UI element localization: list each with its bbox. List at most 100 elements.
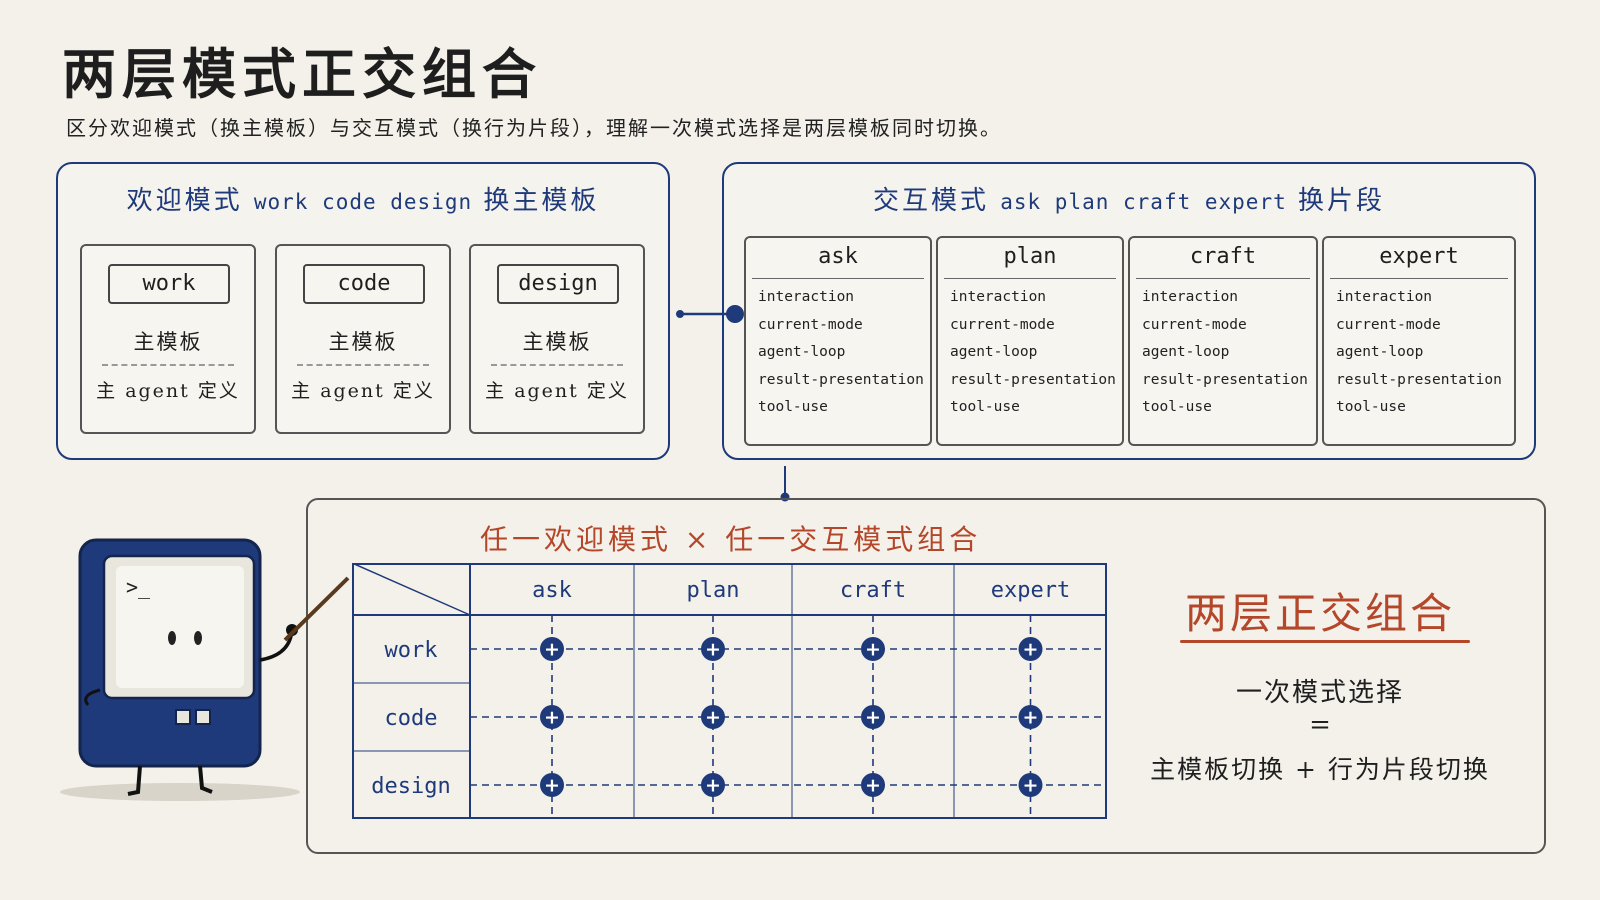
summary-underline — [1180, 640, 1470, 643]
combination-node-icon — [861, 637, 885, 661]
combination-node-icon — [701, 637, 725, 661]
plus-icon: + — [544, 775, 560, 797]
interaction-card-ask: ask interaction current-mode agent-loop … — [744, 236, 932, 446]
pointer-stick — [283, 576, 350, 642]
combination-node-icon — [1018, 637, 1043, 661]
welcome-title-modes: work code design — [253, 190, 473, 214]
matrix-column-header: plan — [687, 578, 740, 603]
interaction-title-modes: ask plan craft expert — [1000, 190, 1287, 214]
fragment-item: interaction — [758, 289, 855, 305]
welcome-card-name: code — [303, 264, 425, 304]
welcome-card-work: work 主模板 主 agent 定义 — [80, 244, 256, 434]
divider — [1330, 278, 1508, 279]
combination-node-icon — [1018, 773, 1043, 797]
fragment-item: agent-loop — [1336, 344, 1424, 360]
matrix-border — [352, 563, 1107, 819]
interaction-title-tail: 换片段 — [1298, 186, 1386, 216]
divider — [1136, 278, 1310, 279]
interaction-card-name: ask — [818, 244, 858, 269]
interaction-card-expert: expert interaction current-mode agent-lo… — [1322, 236, 1516, 446]
welcome-card-def: 主 agent 定义 — [291, 380, 435, 402]
welcome-card-template: 主模板 — [328, 330, 398, 354]
connector-dot — [676, 310, 684, 318]
plus-icon: + — [865, 775, 881, 797]
fragment-item: current-mode — [950, 316, 1055, 333]
fragment-item: result-presentation — [758, 371, 924, 388]
divider — [102, 364, 234, 366]
matrix-column-header: craft — [840, 578, 906, 603]
matrix-column-header: expert — [991, 578, 1070, 603]
mascot-button — [195, 709, 211, 725]
welcome-card-design: design 主模板 主 agent 定义 — [469, 244, 645, 434]
welcome-card-template: 主模板 — [133, 330, 203, 354]
combination-node-icon — [540, 637, 564, 661]
matrix-row-header: design — [371, 774, 450, 799]
summary-title: 两层正交组合 — [1184, 589, 1455, 638]
fragment-item: result-presentation — [1336, 371, 1502, 388]
mascot-eye-left — [168, 631, 176, 645]
combination-node-icon — [701, 773, 725, 797]
welcome-card-def: 主 agent 定义 — [96, 380, 240, 402]
mascot-leg-left — [127, 765, 142, 796]
interaction-card-name: expert — [1379, 244, 1459, 269]
combination-node-icon — [540, 705, 564, 729]
mascot-screen — [116, 566, 244, 688]
combination-node-icon — [1018, 705, 1043, 729]
fragment-item: result-presentation — [1142, 371, 1308, 388]
welcome-card-template: 主模板 — [522, 330, 592, 354]
welcome-card-def: 主 agent 定义 — [485, 380, 629, 402]
fragment-item: current-mode — [758, 316, 863, 333]
fragment-item: agent-loop — [950, 344, 1038, 360]
welcome-title-cn: 欢迎模式 — [126, 186, 243, 216]
fragment-item: tool-use — [950, 399, 1020, 415]
mascot-hand — [286, 624, 298, 636]
summary-line1: 一次模式选择 — [1235, 678, 1404, 708]
welcome-title-tail: 换主模板 — [483, 186, 600, 216]
fragment-item: agent-loop — [758, 344, 846, 360]
mascot-arm-left — [84, 688, 101, 706]
plus-icon: + — [705, 775, 721, 797]
interaction-card-name: plan — [1003, 244, 1057, 269]
page-title: 两层模式正交组合 — [62, 42, 542, 106]
summary-line2: 主模板切换 + 行为片段切换 — [1150, 755, 1490, 784]
plus-icon: + — [865, 707, 881, 729]
mascot-screen-prompt: >_ — [126, 575, 151, 599]
divider — [752, 278, 924, 279]
plus-icon: + — [1023, 639, 1039, 661]
welcome-panel-title: 欢迎模式 work code design 换主模板 — [58, 180, 668, 217]
computer-mascot: >_ — [60, 538, 350, 801]
divider — [297, 364, 429, 366]
welcome-card-name: design — [497, 264, 619, 304]
fragment-item: current-mode — [1336, 316, 1441, 333]
divider — [944, 278, 1116, 279]
fragment-item: interaction — [1142, 289, 1239, 305]
matrix-heading: 任一欢迎模式 × 任一交互模式组合 — [480, 523, 982, 556]
fragment-item: result-presentation — [950, 371, 1116, 388]
plus-icon: + — [705, 639, 721, 661]
interaction-card-plan: plan interaction current-mode agent-loop… — [936, 236, 1124, 446]
combination-node-icon — [861, 705, 885, 729]
fragment-item: tool-use — [1336, 399, 1406, 415]
plus-icon: + — [1023, 775, 1039, 797]
welcome-card-name: work — [108, 264, 230, 304]
fragment-item: interaction — [1336, 289, 1433, 305]
fragment-item: tool-use — [1142, 399, 1212, 415]
plus-icon: + — [705, 707, 721, 729]
page-subtitle: 区分欢迎模式（换主模板）与交互模式（换行为片段），理解一次模式选择是两层模板同时… — [66, 116, 1002, 140]
interaction-card-craft: craft interaction current-mode agent-loo… — [1128, 236, 1318, 446]
combination-node-icon — [540, 773, 564, 797]
matrix-column-header: ask — [532, 578, 572, 603]
matrix-corner-diagonal — [352, 563, 471, 616]
plus-icon: + — [544, 707, 560, 729]
mascot-shadow — [60, 783, 300, 801]
combination-node-icon — [861, 773, 885, 797]
plus-icon: + — [865, 639, 881, 661]
welcome-card-code: code 主模板 主 agent 定义 — [275, 244, 451, 434]
fragment-item: interaction — [950, 289, 1047, 305]
interaction-panel-title: 交互模式 ask plan craft expert 换片段 — [724, 180, 1534, 217]
matrix-row-header: work — [385, 638, 438, 663]
summary-equals: = — [1309, 710, 1331, 740]
connector-node — [726, 305, 744, 323]
